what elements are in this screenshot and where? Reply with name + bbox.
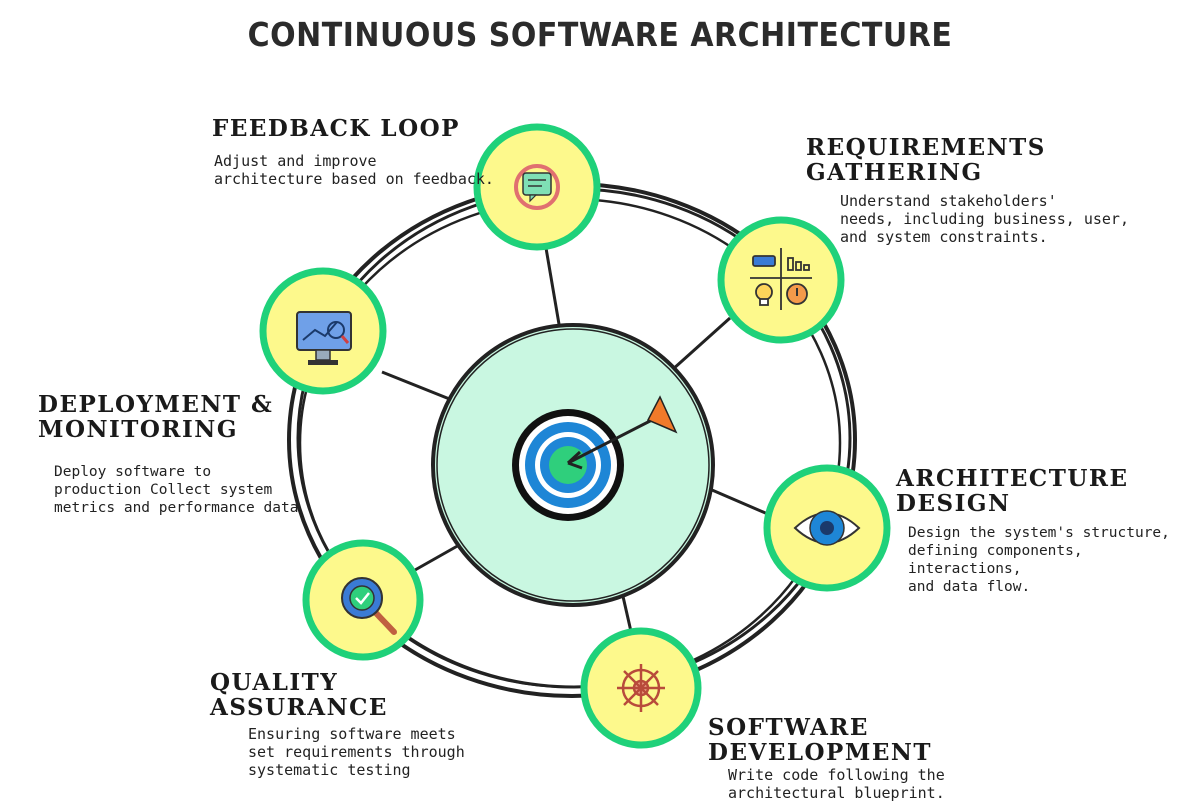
ship-wheel-icon [617,664,665,712]
chat-refresh-icon [514,164,560,210]
requirements-grid-icon [750,248,812,310]
monitor-chart-icon [296,311,352,365]
node-quality-assurance[interactable] [302,539,424,661]
node-software-development[interactable] [580,627,702,749]
eye-icon [793,510,861,546]
node-requirements-gathering[interactable] [717,216,845,344]
stage-title-architecture-design: ARCHITECTURE DESIGN [896,465,1129,517]
stage-desc-deployment-monitoring: Deploy software to production Collect sy… [54,464,299,516]
magnifier-check-icon [341,577,397,635]
node-deployment-monitoring[interactable] [259,267,387,395]
stage-desc-requirements-gathering: Understand stakeholders' needs, includin… [840,192,1129,246]
stage-title-software-development: SOFTWARE DEVELOPMENT [708,714,932,766]
node-architecture-design[interactable] [763,464,891,592]
stage-title-deployment-monitoring: DEPLOYMENT & MONITORING [38,391,274,443]
stage-title-feedback-loop: FEEDBACK LOOP [212,115,460,142]
stage-desc-quality-assurance: Ensuring software meets set requirements… [248,725,465,779]
target-bullseye-icon [512,395,678,521]
stage-title-requirements-gathering: REQUIREMENTS GATHERING [806,134,1046,186]
stage-desc-software-development: Write code following the architectural b… [728,766,945,802]
stage-desc-feedback-loop: Adjust and improve architecture based on… [214,152,494,188]
node-feedback-loop[interactable] [473,123,601,251]
stage-title-quality-assurance: QUALITY ASSURANCE [210,669,388,721]
stage-desc-architecture-design: Design the system's structure, defining … [908,525,1170,595]
diagram-title: CONTINUOUS SOFTWARE ARCHITECTURE [247,16,953,55]
